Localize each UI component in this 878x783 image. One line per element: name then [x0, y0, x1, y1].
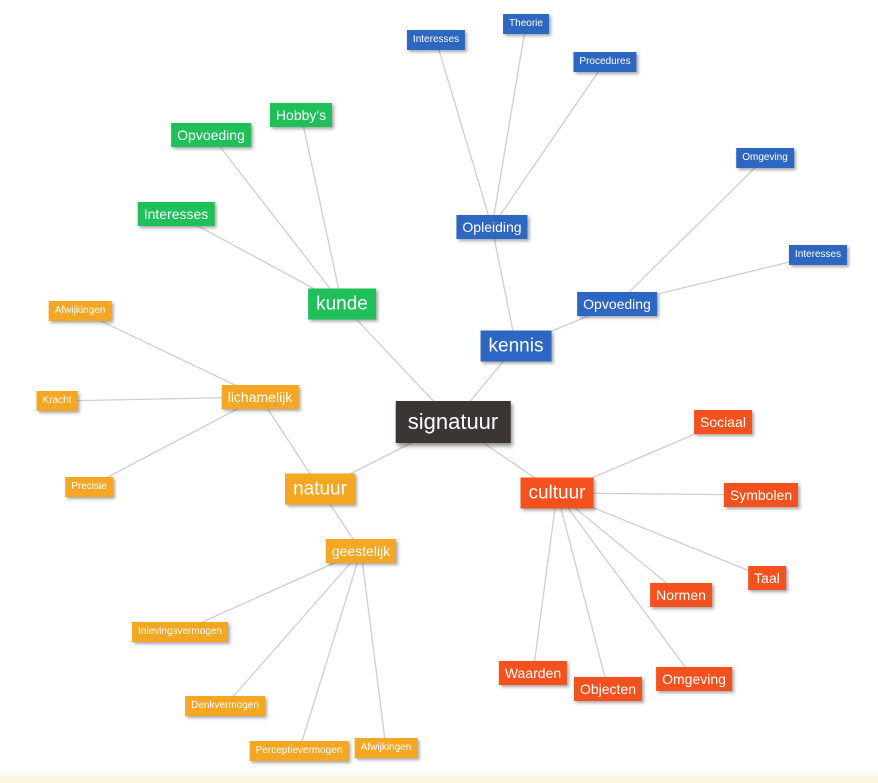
branch-node-natuur[interactable]: natuur	[285, 473, 355, 505]
link-kunde-opvoeding	[210, 134, 343, 305]
leaf-opleiding-theorie[interactable]: Theorie	[503, 14, 549, 34]
center-node-signatuur[interactable]: signatuur	[395, 401, 511, 443]
leaf-opvoeding-omgeving[interactable]: Omgeving	[736, 148, 794, 168]
branch-node-kennis[interactable]: kennis	[480, 330, 552, 362]
link-cultuur-omgeving	[556, 492, 695, 680]
link-geestelijk-afwijkingen	[360, 550, 387, 749]
leaf-lichamelijk-kracht[interactable]: Kracht	[36, 391, 78, 411]
link-lichamelijk-precisie	[88, 396, 261, 488]
bottom-strip	[0, 775, 878, 783]
node-natuur-geestelijk[interactable]: geestelijk	[325, 539, 397, 563]
node-cultuur-normen[interactable]: Normen	[650, 583, 712, 607]
leaf-geestelijk-perceptievermogen[interactable]: Perceptievermogen	[249, 741, 349, 761]
link-geestelijk-denkvermogen	[224, 550, 362, 707]
leaf-lichamelijk-afwijkingen[interactable]: Afwijkingen	[48, 301, 112, 321]
link-opleiding-interesses	[435, 39, 493, 228]
link-lichamelijk-afwijkingen	[79, 310, 261, 398]
node-kunde-hobby-s[interactable]: Hobby's	[269, 103, 333, 127]
branch-node-kunde[interactable]: kunde	[308, 288, 376, 320]
node-cultuur-symbolen[interactable]: Symbolen	[723, 483, 799, 507]
node-kunde-opvoeding[interactable]: Opvoeding	[171, 123, 251, 147]
node-cultuur-omgeving[interactable]: Omgeving	[656, 667, 732, 691]
node-kennis-opleiding[interactable]: Opleiding	[456, 215, 528, 239]
node-kennis-opvoeding[interactable]: Opvoeding	[577, 292, 657, 316]
node-cultuur-taal[interactable]: Taal	[748, 566, 786, 590]
leaf-geestelijk-denkvermogen[interactable]: Denkvermogen	[185, 696, 265, 716]
leaf-lichamelijk-precisie[interactable]: Precisie	[65, 477, 113, 497]
leaf-geestelijk-afwijkingen[interactable]: Afwijkingen	[354, 738, 418, 758]
leaf-opvoeding-interesses[interactable]: Interesses	[788, 245, 848, 265]
leaf-opleiding-interesses[interactable]: Interesses	[406, 30, 466, 50]
link-kennis-opleiding	[491, 226, 517, 347]
link-cultuur-normen	[556, 492, 682, 596]
node-natuur-lichamelijk[interactable]: lichamelijk	[221, 385, 299, 409]
link-opleiding-theorie	[491, 23, 527, 228]
leaf-opleiding-procedures[interactable]: Procedures	[573, 52, 637, 72]
link-geestelijk-inlevingsvermogen	[179, 550, 362, 633]
node-cultuur-waarden[interactable]: Waarden	[498, 661, 568, 685]
link-opvoeding-omgeving	[616, 157, 766, 305]
leaf-geestelijk-inlevingsvermogen[interactable]: Inlevingsvermogen	[132, 622, 228, 642]
branch-node-cultuur[interactable]: cultuur	[520, 477, 594, 509]
link-opleiding-procedures	[491, 61, 606, 228]
link-kunde-hobby-s	[300, 114, 343, 305]
link-cultuur-objecten	[556, 492, 609, 690]
node-cultuur-sociaal[interactable]: Sociaal	[694, 410, 752, 434]
node-cultuur-objecten[interactable]: Objecten	[573, 677, 643, 701]
link-cultuur-waarden	[532, 492, 558, 674]
link-geestelijk-perceptievermogen	[298, 550, 362, 752]
node-kunde-interesses[interactable]: Interesses	[137, 202, 215, 226]
